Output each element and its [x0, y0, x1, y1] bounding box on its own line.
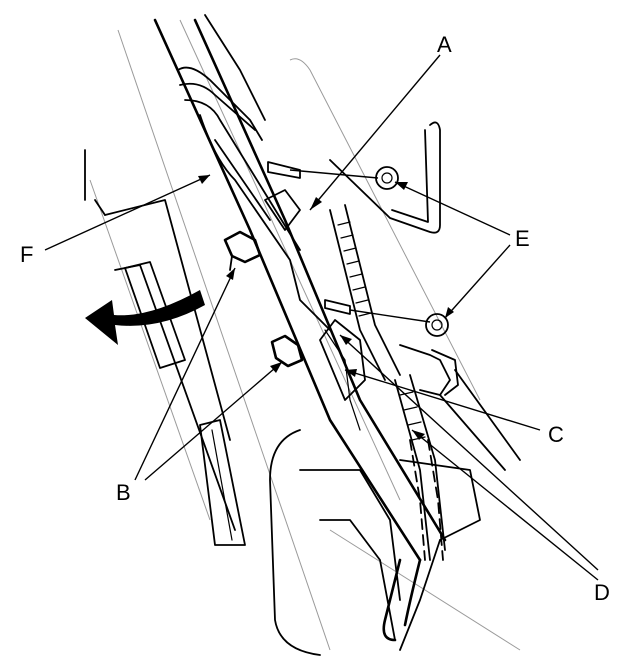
callout-c-label: C — [548, 422, 564, 447]
lower-body-section — [269, 319, 481, 656]
removal-direction-arrow-icon — [85, 290, 205, 345]
bracket-rod — [329, 121, 441, 234]
callout-b-label: B — [116, 480, 131, 505]
dashed-cable — [382, 439, 444, 642]
callout-f-label: F — [20, 242, 33, 267]
side-connector — [399, 344, 521, 471]
clip-b-upper — [223, 230, 262, 271]
main-harness-rail — [153, 14, 447, 562]
bolt-upper — [267, 161, 301, 179]
callout-e-label: E — [515, 226, 530, 251]
clip-b-lower — [270, 334, 304, 368]
leader-lines — [44, 54, 599, 581]
callout-a-label: A — [437, 32, 452, 57]
pillar-panel — [84, 149, 246, 546]
corrugated-tube — [329, 204, 446, 561]
callout-d-label: D — [594, 580, 610, 605]
background-body-outline — [89, 19, 521, 651]
nut-e-lower — [425, 313, 449, 337]
nut-e-upper — [375, 166, 399, 190]
bolt-lower — [324, 299, 351, 315]
